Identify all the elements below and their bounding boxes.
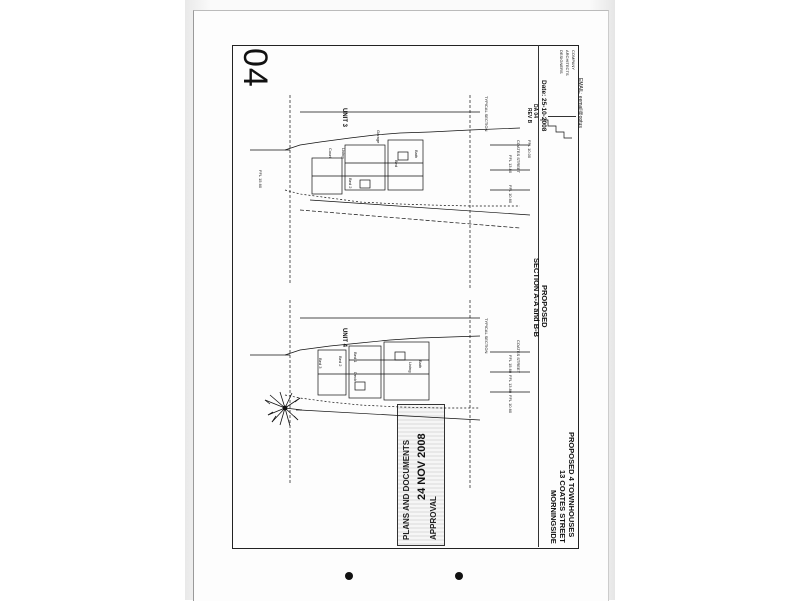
firm-logo-box xyxy=(548,46,576,117)
lower-roof-line xyxy=(284,335,481,356)
palm-tree-icon xyxy=(264,391,303,427)
upper-room-box xyxy=(344,144,386,191)
lower-room-box xyxy=(348,345,382,399)
upper-ground-line xyxy=(284,189,520,207)
approval-stamp xyxy=(397,404,445,546)
title-block-strip xyxy=(538,45,578,547)
punch-hole-right xyxy=(455,572,463,580)
upper-room-box xyxy=(387,139,424,191)
punch-hole-left xyxy=(345,572,353,580)
lower-window xyxy=(354,381,366,391)
drawing-border xyxy=(232,45,579,549)
lower-window xyxy=(394,351,406,361)
upper-roof-line xyxy=(284,127,521,151)
lower-ground-line xyxy=(284,394,480,409)
upper-stair-profile xyxy=(540,119,572,139)
lower-room-box xyxy=(317,349,347,396)
upper-slope-line xyxy=(299,209,521,229)
lower-slope-line xyxy=(299,409,481,421)
lower-room-box xyxy=(383,341,430,401)
upper-window xyxy=(359,179,371,189)
upper-slope-line xyxy=(309,199,531,216)
upper-window xyxy=(397,151,409,161)
